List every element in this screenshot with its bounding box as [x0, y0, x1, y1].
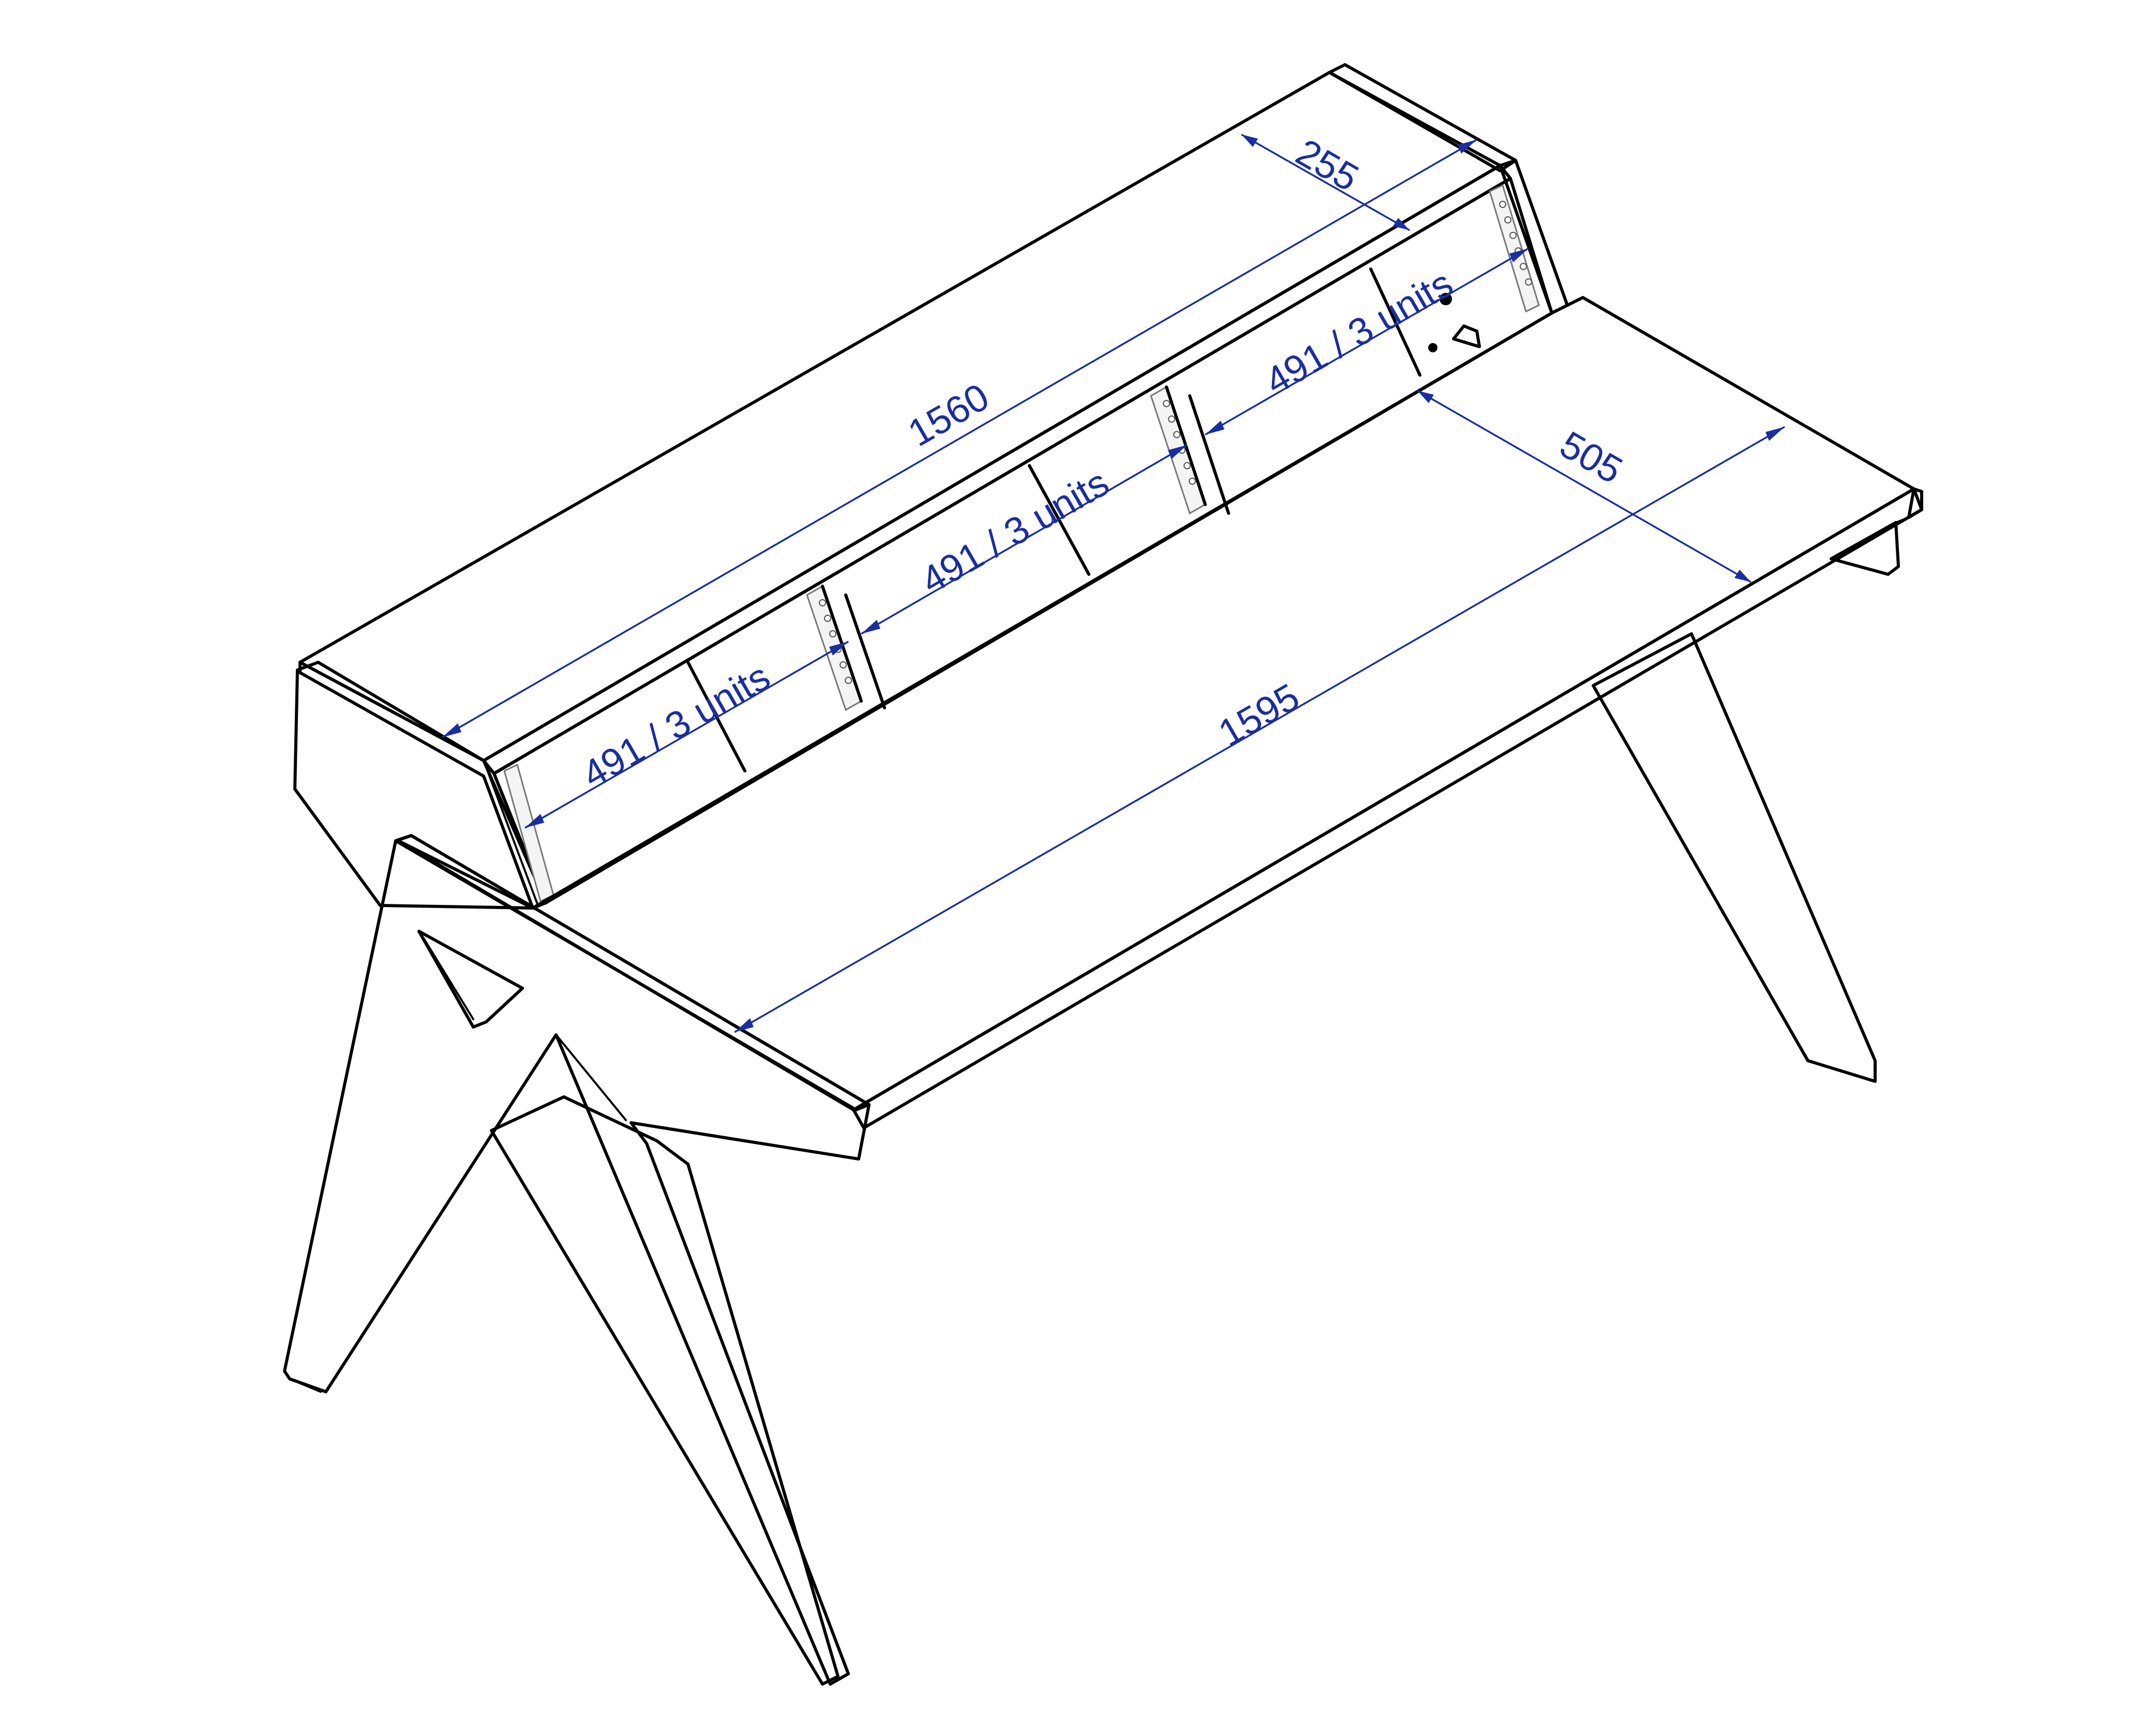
dim-line-1595: [734, 426, 1785, 1033]
dim-line-rack-left: [525, 641, 849, 829]
back-right-leg: [1592, 632, 1877, 1083]
dim-line-255: [1241, 133, 1410, 231]
dim-line-rack-middle: [861, 444, 1188, 635]
right-support: [1830, 516, 1910, 576]
top-shelf: [298, 63, 1569, 910]
back-left-leg: [490, 1095, 840, 1686]
cable-hole: [1440, 293, 1452, 305]
label-rack-left: 491 / 3 units: [575, 655, 777, 796]
label-rack-right: 491 / 3 units: [1258, 261, 1460, 403]
label-1560: 1560: [901, 375, 996, 455]
dimension-labels: 1560 255 491 / 3 units 491 / 3 units 491…: [575, 130, 1630, 796]
dim-line-rack-right: [1205, 247, 1529, 436]
rail-holes: [819, 201, 1532, 684]
label-1595: 1595: [1211, 675, 1307, 755]
dimension-lines: [442, 133, 1785, 1033]
screw-hole: [1428, 343, 1438, 352]
dim-line-505: [1417, 390, 1751, 583]
label-505: 505: [1553, 423, 1629, 492]
label-rack-middle: 491 / 3 units: [914, 460, 1116, 602]
front-left-leg: [283, 834, 871, 1686]
label-255: 255: [1289, 130, 1366, 200]
dim-line-1560: [442, 139, 1477, 738]
